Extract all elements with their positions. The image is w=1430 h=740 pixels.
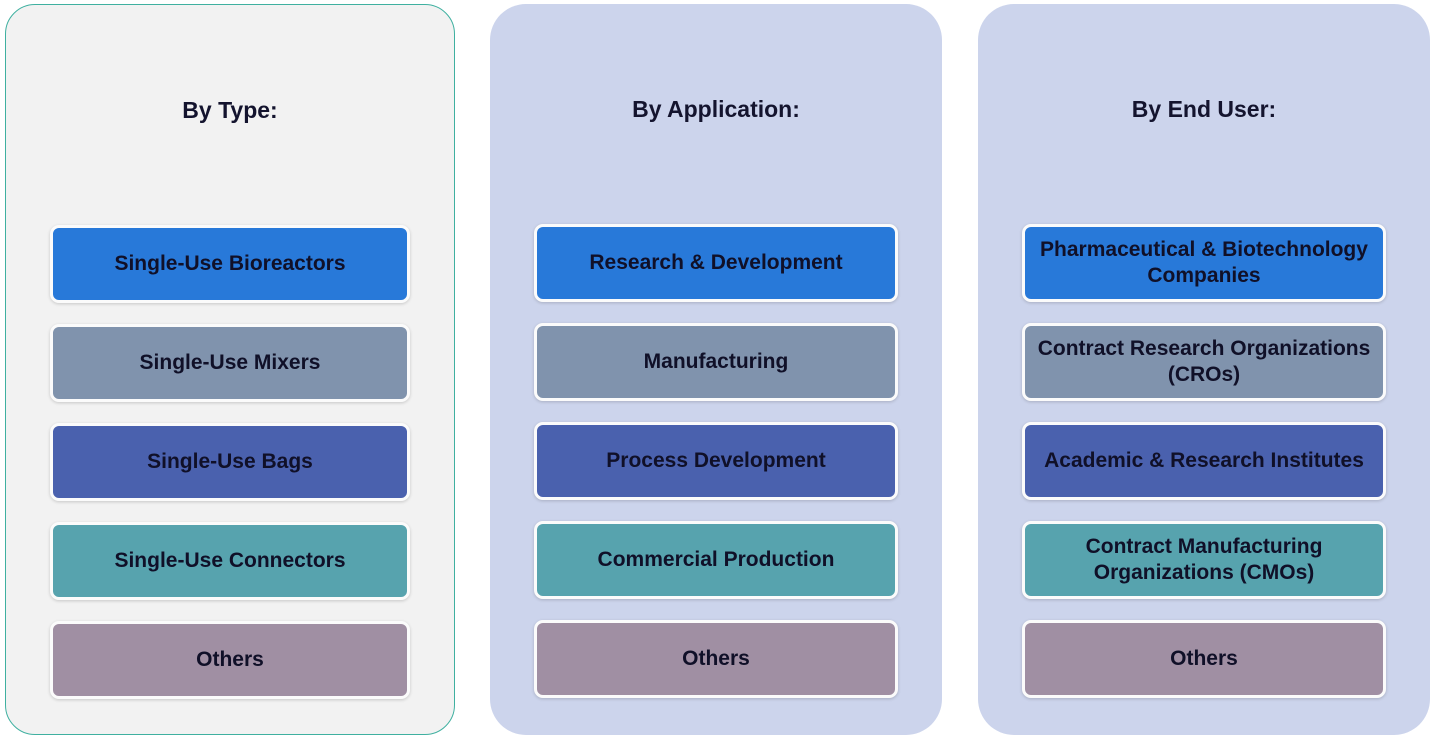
panel-by-application: By Application: Research & Development M… [490, 4, 942, 735]
panel-by-end-user: By End User: Pharmaceutical & Biotechnol… [978, 4, 1430, 735]
panel-title-by-type: By Type: [182, 97, 278, 123]
panel-by-type: By Type: Single-Use Bioreactors Single-U… [5, 4, 455, 735]
segment-item: Single-Use Bags [50, 423, 410, 501]
segment-item: Single-Use Bioreactors [50, 225, 410, 303]
panel-by-application-items: Research & Development Manufacturing Pro… [534, 224, 898, 698]
segment-item: Others [50, 621, 410, 699]
segment-item-label: Process Development [606, 449, 826, 473]
segment-item-label: Contract Manufacturing Organizations (CM… [1085, 535, 1323, 584]
segment-item: Single-Use Mixers [50, 324, 410, 402]
segment-item-label: Others [682, 647, 750, 671]
segment-item-label: Commercial Production [597, 548, 835, 572]
segment-item: Manufacturing [534, 323, 898, 401]
segment-item-label: Single-Use Bags [147, 450, 313, 474]
segment-item-label: Contract Research Organizations (CROs) [1037, 337, 1371, 386]
panel-by-type-items: Single-Use Bioreactors Single-Use Mixers… [50, 225, 410, 699]
segment-item-label: Single-Use Bioreactors [114, 252, 346, 276]
segment-item-label: Single-Use Mixers [139, 351, 321, 375]
segment-item: Pharmaceutical & Biotechnology Companies [1022, 224, 1386, 302]
panel-title-by-end-user: By End User: [1131, 96, 1277, 122]
segment-item-label: Single-Use Connectors [114, 549, 346, 573]
segment-item-label: Research & Development [589, 251, 843, 275]
segment-item-label: Manufacturing [643, 350, 789, 374]
segment-item: Process Development [534, 422, 898, 500]
segment-item: Others [1022, 620, 1386, 698]
segment-item-label: Others [1170, 647, 1238, 671]
panel-title-by-application: By Application: [632, 96, 800, 122]
segment-item: Research & Development [534, 224, 898, 302]
segment-item: Contract Manufacturing Organizations (CM… [1022, 521, 1386, 599]
segment-item: Commercial Production [534, 521, 898, 599]
panel-by-end-user-items: Pharmaceutical & Biotechnology Companies… [1022, 224, 1386, 698]
segment-item-label: Pharmaceutical & Biotechnology Companies [1040, 238, 1368, 287]
segment-item-label: Academic & Research Institutes [1044, 449, 1364, 473]
segment-item: Single-Use Connectors [50, 522, 410, 600]
segment-item: Others [534, 620, 898, 698]
segment-item: Contract Research Organizations (CROs) [1022, 323, 1386, 401]
segment-item-label: Others [196, 648, 264, 672]
segment-item: Academic & Research Institutes [1022, 422, 1386, 500]
